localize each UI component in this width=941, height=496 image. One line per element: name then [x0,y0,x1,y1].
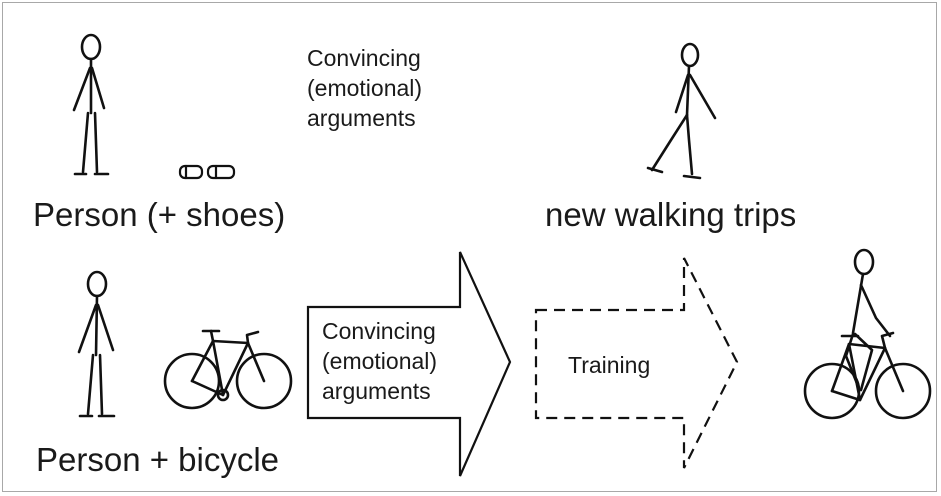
top-arguments-text: Convincing (emotional) arguments [307,43,422,133]
solid-arrow-label: Convincing (emotional) arguments [322,316,437,406]
person-shoes-caption: Person (+ shoes) [33,196,286,233]
shoes-icon [178,164,236,180]
walking-person-icon [646,42,717,180]
training-label: Training [568,352,651,378]
cyclist-icon [803,248,932,420]
top-arguments-line-3: arguments [307,105,416,131]
solid-arrow-line-3: arguments [322,378,431,404]
standing-person-top-icon [72,33,110,176]
solid-arrow-shape [306,251,512,477]
bicycle-icon [163,329,293,410]
standing-person-bottom-icon [77,270,116,418]
solid-arrow-line-2: (emotional) [322,348,438,374]
new-walking-trips-caption: new walking trips [545,196,797,233]
solid-arrow-line-1: Convincing [322,318,436,344]
top-arguments-line-1: Convincing [307,45,421,71]
top-arguments-line-2: (emotional) [307,75,423,101]
person-bicycle-caption: Person + bicycle [36,441,280,478]
